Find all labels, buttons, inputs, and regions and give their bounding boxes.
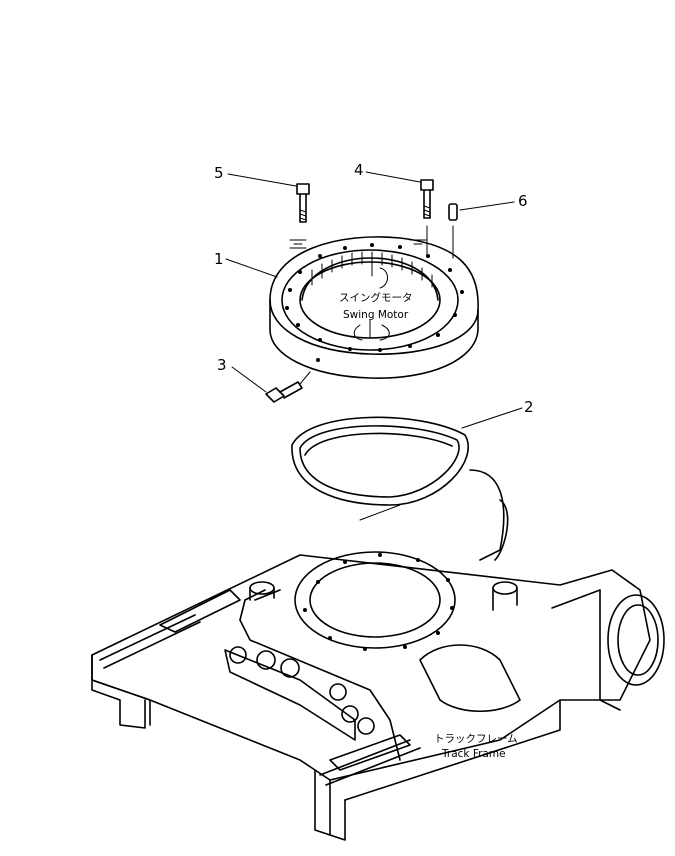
swing-motor-label-jp: スイングモータ	[339, 291, 413, 304]
callout-3: 3	[217, 356, 227, 374]
bolt-5-icon	[296, 183, 310, 223]
callout-6: 6	[518, 192, 528, 210]
callout-1: 1	[214, 250, 224, 268]
track-frame-label-en: Track Frame	[441, 748, 506, 760]
swing-circle	[269, 236, 479, 379]
swing-motor-label-en: Swing Motor	[343, 309, 409, 321]
track-frame	[91, 469, 665, 841]
leader-lines	[225, 171, 523, 429]
callout-4: 4	[354, 161, 364, 179]
callout-2: 2	[524, 398, 534, 416]
callout-5: 5	[214, 164, 224, 182]
seal-ring	[291, 416, 469, 506]
pin-6-icon	[448, 203, 458, 259]
track-frame-label-jp: トラックフレーム	[434, 733, 518, 745]
grease-fitting-3-icon	[265, 371, 311, 403]
bolt-4-icon	[420, 179, 434, 256]
